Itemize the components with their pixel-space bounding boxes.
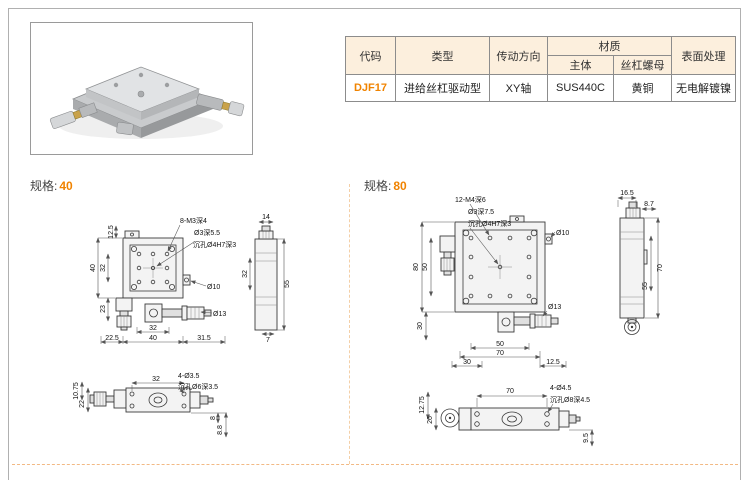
header-material-body: 主体	[547, 55, 614, 75]
dim-label: 40	[90, 264, 97, 272]
product-photo-render	[31, 23, 250, 152]
bottom-view-80: 70 4-Ø4.5 沉孔Ø8深4.5 12.75 26 9.5	[419, 385, 594, 447]
side-view-40: 14 32 55 7	[242, 214, 291, 344]
y-axis-knob	[49, 102, 98, 129]
dim-label: 12.5	[546, 359, 560, 366]
dim-label: 32	[242, 270, 249, 278]
header-material-nut: 丝杠螺母	[613, 55, 672, 75]
dim-label: 70	[496, 350, 504, 357]
dim-label: 50	[496, 341, 504, 348]
product-spec-table: 代码 类型 传动方向 材质 表面处理 主体 丝杠螺母 DJF17 进给丝杠驱动型…	[345, 36, 736, 102]
dim-label: 31.5	[197, 335, 211, 342]
dim-label: 26	[427, 416, 434, 424]
dim-label: 32	[152, 376, 160, 383]
spec-label: 规格:	[364, 179, 392, 193]
callout-cbore: 沉孔Ø4H7深3	[193, 240, 236, 249]
diameter-label: Ø10	[556, 230, 569, 237]
callout-holes: 4-Ø3.5	[178, 373, 200, 380]
callout-hole: Ø3深7.5	[468, 207, 494, 216]
dim-label: 8.8	[217, 425, 224, 435]
dim-label: 22	[79, 400, 86, 408]
dim-label: 16.5	[620, 190, 634, 197]
callout-holes: 4-Ø4.5	[550, 385, 572, 392]
callout-cbore: 沉孔Ø6深3.5	[178, 382, 218, 391]
dim-label: 40	[149, 335, 157, 342]
x-axis-knob	[196, 93, 245, 117]
dim-label: 9.5	[583, 433, 590, 443]
cell-direction: XY轴	[489, 74, 548, 102]
header-code: 代码	[345, 36, 396, 75]
cell-surface: 无电解镀镍	[671, 74, 736, 102]
dim-label: 50	[422, 263, 429, 271]
header-type: 类型	[395, 36, 490, 75]
callout-hole: Ø3深5.5	[194, 228, 220, 237]
dim-label: 70	[506, 388, 514, 395]
dim-label: 8	[210, 416, 217, 420]
bottom-view-40: 32 4-Ø3.5 沉孔Ø6深3.5 10.75 22 8 8.8	[73, 373, 228, 438]
callout-cbore: 沉孔Ø8深4.5	[550, 395, 590, 404]
drawing-spec40: 8-M3深4 Ø3深5.5 沉孔Ø4H7深3 12.5 32 40 23 32 …	[73, 214, 291, 438]
drawing-spec80: 12-M4深6 Ø3深7.5 沉孔Ø4H7深3 80 50 30 50 70 3…	[413, 190, 664, 447]
side-view-80: 16.5 8.7 70 55	[617, 190, 664, 335]
product-photo-box	[30, 22, 253, 155]
dim-label: 30	[463, 359, 471, 366]
cell-type: 进给丝杠驱动型	[395, 74, 490, 102]
bottom-cutline	[12, 464, 738, 465]
callout-cbore: 沉孔Ø4H7深3	[468, 219, 511, 228]
cell-material-nut: 黄铜	[613, 74, 672, 102]
dim-label: 14	[262, 214, 270, 221]
dim-label: 23	[100, 305, 107, 313]
dim-label: 12.5	[108, 225, 115, 239]
dim-label: 55	[284, 280, 291, 288]
header-surface: 表面处理	[671, 36, 736, 75]
dim-label: 7	[266, 337, 270, 344]
plan-view-40: 8-M3深4 Ø3深5.5 沉孔Ø4H7深3 12.5 32 40 23 32 …	[90, 216, 236, 344]
dim-label: 22.5	[105, 335, 119, 342]
cell-code: DJF17	[345, 74, 396, 102]
callout-thread: 12-M4深6	[455, 195, 486, 204]
plan-view-80: 12-M4深6 Ø3深7.5 沉孔Ø4H7深3 80 50 30 50 70 3…	[413, 195, 569, 368]
dim-label: 32	[149, 325, 157, 332]
diameter-label: Ø10	[207, 284, 220, 291]
dim-label: 32	[100, 264, 107, 272]
table-row: DJF17 进给丝杠驱动型 XY轴 SUS440C 黄铜 无电解镀镍	[345, 74, 736, 102]
cell-material-body: SUS440C	[547, 74, 614, 102]
spec-value: 80	[393, 179, 407, 193]
spec-value: 40	[59, 179, 73, 193]
dim-label: 30	[417, 322, 424, 330]
callout-thread: 8-M3深4	[180, 216, 207, 225]
dim-label: 12.75	[419, 396, 426, 414]
spec-title-80: 规格:80	[364, 177, 407, 194]
section-divider	[349, 184, 350, 464]
dim-label: 80	[413, 263, 420, 271]
header-material: 材质	[547, 36, 672, 56]
diameter-label: Ø13	[548, 304, 561, 311]
dim-label: 70	[657, 264, 664, 272]
spec-title-40: 规格:40	[30, 177, 73, 194]
dim-label: 10.75	[73, 382, 80, 400]
diameter-label: Ø13	[213, 311, 226, 318]
spec-label: 规格:	[30, 179, 58, 193]
dim-label: 8.7	[644, 201, 654, 208]
dim-label: 55	[642, 282, 649, 290]
header-direction: 传动方向	[489, 36, 548, 75]
